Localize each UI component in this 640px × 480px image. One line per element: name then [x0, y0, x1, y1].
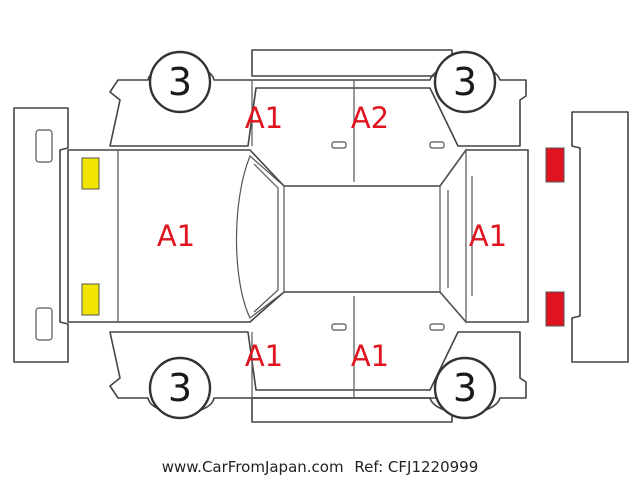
label-front-door-right: A1 — [245, 339, 283, 373]
label-rear-door-left: A2 — [351, 101, 389, 135]
headlight-left-marker — [81, 157, 100, 190]
label-hood: A1 — [157, 219, 195, 253]
wheel-rear-right: 3 — [433, 356, 497, 420]
wheel-rear-left: 3 — [433, 50, 497, 114]
label-rear-door-right: A1 — [351, 339, 389, 373]
label-trunk: A1 — [469, 219, 507, 253]
front-bumper — [13, 107, 69, 363]
footer-site: www.CarFromJapan.com — [162, 458, 344, 476]
wheel-front-left-grade: 3 — [168, 60, 192, 104]
headlight-right-marker — [81, 283, 100, 316]
rear-bumper — [571, 111, 629, 363]
footer-ref: Ref: CFJ1220999 — [354, 458, 478, 476]
wheel-front-left: 3 — [148, 50, 212, 114]
wheel-front-right: 3 — [148, 356, 212, 420]
roof-strip-bottom — [251, 397, 453, 423]
car-top-view — [67, 148, 529, 324]
wheel-rear-right-grade: 3 — [453, 366, 477, 410]
wheel-front-right-grade: 3 — [168, 366, 192, 410]
footer-reference: www.CarFromJapan.com Ref: CFJ1220999 — [162, 458, 479, 476]
headlight-markers — [81, 157, 100, 316]
taillight-left-marker — [545, 147, 565, 183]
roof-strip-top — [251, 49, 453, 77]
taillight-right-marker — [545, 291, 565, 327]
wheel-rear-left-grade: 3 — [453, 60, 477, 104]
taillight-markers — [545, 147, 565, 327]
label-front-door-left: A1 — [245, 101, 283, 135]
